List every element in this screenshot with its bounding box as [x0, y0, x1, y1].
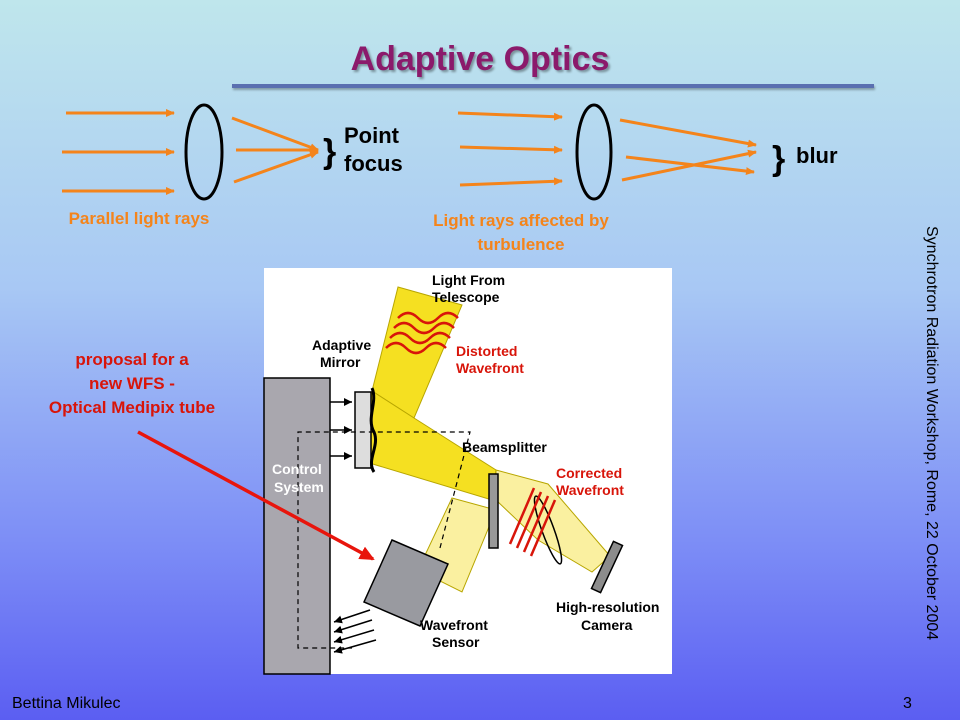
sensor-arrows — [333, 609, 377, 654]
label-hires-1: High-resolution — [556, 599, 659, 615]
proposal-line3: Optical Medipix tube — [48, 398, 216, 417]
proposal-line2: new WFS - — [89, 374, 175, 393]
wavefront-sensor — [363, 539, 449, 627]
label-wfs-1: Wavefront — [420, 617, 488, 633]
focused-rays — [231, 116, 319, 184]
blur-brace: } — [772, 140, 785, 178]
label-distorted-1: Distorted — [456, 343, 517, 359]
label-distorted-2: Wavefront — [456, 360, 524, 376]
parallel-rays-caption: Parallel light rays — [68, 209, 210, 228]
focused-ray — [231, 116, 319, 152]
label-control-2: System — [274, 479, 324, 495]
camera — [590, 540, 624, 594]
proposal-pointer-arrow — [137, 430, 375, 561]
turbulent-rays — [457, 111, 563, 187]
corrected-wavefront — [508, 487, 557, 557]
author-footer: Bettina Mikulec — [12, 695, 121, 712]
blurred-ray — [621, 149, 757, 182]
proposal-line1: proposal for a — [75, 350, 189, 369]
left-lens — [184, 103, 224, 201]
adaptive-mirror-surface — [369, 387, 377, 473]
control-arrows — [330, 398, 352, 460]
label-control-1: Control — [272, 461, 322, 477]
adaptive-mirror-mount — [354, 391, 372, 469]
label-beamsplitter: Beamsplitter — [462, 439, 547, 455]
label-light-from-1: Light From — [432, 272, 505, 288]
label-light-from-2: Telescope — [432, 289, 500, 305]
beamsplitter — [488, 473, 499, 549]
turbulent-ray — [457, 111, 563, 121]
focus-brace: } — [323, 133, 336, 171]
label-corrected-1: Corrected — [556, 465, 622, 481]
turbulence-caption-line2: turbulence — [477, 235, 565, 254]
point-focus-line1: Point — [344, 123, 399, 148]
slide-title: Adaptive Optics — [350, 40, 610, 78]
turbulent-ray — [459, 177, 563, 187]
label-corrected-2: Wavefront — [556, 482, 624, 498]
blurred-ray — [619, 118, 757, 148]
turbulence-caption-line1: Light rays affected by — [433, 211, 609, 230]
control-system — [263, 377, 331, 675]
blurred-rays — [619, 118, 757, 182]
turbulence-caption: Light rays affected by turbulence — [396, 209, 646, 257]
right-lens — [575, 103, 613, 201]
page-number: 3 — [903, 695, 912, 712]
label-adaptive-1: Adaptive — [312, 337, 371, 353]
ray-diagram: } } — [62, 103, 785, 201]
distorted-wavefront — [385, 311, 459, 355]
point-focus-line2: focus — [344, 151, 403, 176]
title-underline — [232, 84, 874, 88]
label-adaptive-2: Mirror — [320, 354, 361, 370]
focused-ray — [233, 150, 319, 184]
point-focus-label: Point focus — [344, 122, 403, 178]
blur-label: blur — [796, 143, 838, 168]
workshop-side-text: Synchrotron Radiation Workshop, Rome, 22… — [923, 226, 940, 641]
label-hires-2: Camera — [581, 617, 633, 633]
turbulent-ray — [459, 145, 563, 154]
parallel-rays — [62, 109, 175, 195]
proposal-note: proposal for a new WFS - Optical Medipix… — [18, 348, 246, 420]
label-wfs-2: Sensor — [432, 634, 480, 650]
feedback-loop — [297, 431, 471, 649]
